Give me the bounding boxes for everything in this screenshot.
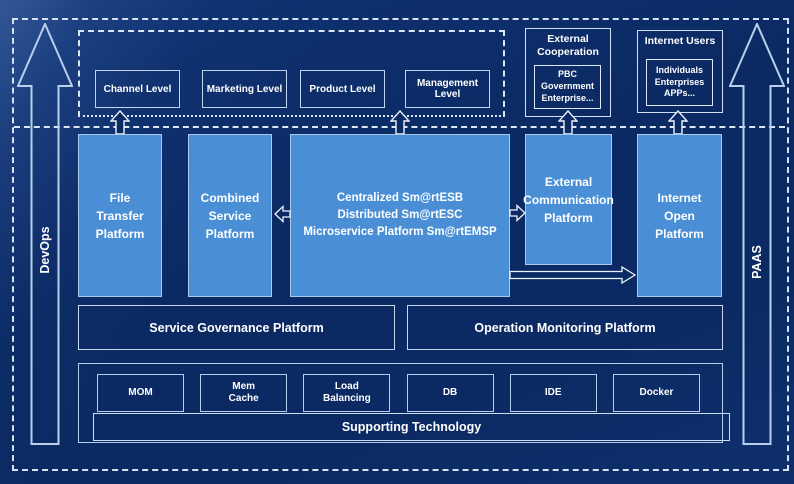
- product-level-label: Product Level: [309, 83, 376, 95]
- management-level-label: Management Level: [416, 78, 479, 100]
- operation-monitoring-platform-box: Operation Monitoring Platform: [407, 305, 723, 350]
- paas-arrow-icon: [729, 23, 785, 445]
- db-box: DB: [406, 374, 494, 412]
- long-right-arrow-icon-esb-to-internet-open: [509, 266, 637, 284]
- supporting-technology-group-box: [78, 363, 723, 443]
- combined-service-platform-label: Combined Service Platform: [200, 190, 260, 241]
- mem-cache-box: Mem Cache: [200, 374, 288, 412]
- paas-label: PAAS: [750, 245, 764, 279]
- combined-service-platform-box: Combined Service Platform: [188, 134, 272, 297]
- external-cooperation-box: External Cooperation PBC Government Ente…: [525, 28, 611, 117]
- mom-box: MOM: [97, 374, 184, 412]
- db-label: DB: [442, 386, 458, 398]
- supporting-technology-label: Supporting Technology: [341, 420, 482, 434]
- marketing-level-label: Marketing Level: [206, 83, 283, 95]
- file-transfer-platform-label: File Transfer Platform: [95, 190, 145, 241]
- channel-level-box: Channel Level: [95, 70, 180, 108]
- ide-label: IDE: [544, 386, 562, 398]
- diagram-dashed-border: [12, 18, 789, 471]
- devops-label: DevOps: [38, 226, 52, 274]
- right-arrow-icon-esb-to-external-communication: [509, 204, 526, 222]
- pbc-government-enterprise-box: PBC Government Enterprise...: [534, 65, 601, 109]
- management-level-box: Management Level: [405, 70, 490, 108]
- ide-box: IDE: [509, 374, 597, 412]
- up-arrow-icon-internet-open: [668, 110, 688, 135]
- internet-users-box: Internet Users Individuals Enterprises A…: [637, 30, 723, 113]
- mom-label: MOM: [128, 386, 153, 398]
- load-balancing-label: Load Balancing: [322, 380, 371, 405]
- operation-monitoring-platform-label: Operation Monitoring Platform: [474, 320, 656, 335]
- load-balancing-box: Load Balancing: [303, 374, 391, 412]
- mem-cache-label: Mem Cache: [228, 380, 259, 405]
- internet-open-platform-box: Internet Open Platform: [637, 134, 722, 297]
- service-governance-platform-box: Service Governance Platform: [78, 305, 395, 350]
- external-communication-platform-box: External Communication Platform: [523, 134, 614, 265]
- levels-group-box: Channel Level Marketing Level Product Le…: [78, 30, 505, 117]
- supporting-technology-bar: Supporting Technology: [93, 413, 730, 441]
- internet-users-title: Internet Users: [644, 35, 716, 47]
- technology-row: MOM Mem Cache Load Balancing DB IDE Dock…: [97, 374, 700, 412]
- service-governance-platform-label: Service Governance Platform: [149, 320, 324, 335]
- docker-box: Docker: [612, 374, 700, 412]
- devops-arrow-icon: [17, 23, 73, 445]
- docker-label: Docker: [639, 386, 674, 398]
- internet-open-platform-label: Internet Open Platform: [655, 190, 704, 241]
- product-level-box: Product Level: [300, 70, 385, 108]
- external-communication-platform-label: External Communication Platform: [523, 174, 614, 225]
- up-arrow-icon-file-transfer: [110, 110, 130, 135]
- individuals-enterprises-apps-box: Individuals Enterprises APPs...: [646, 59, 713, 106]
- up-arrow-icon-esb: [390, 110, 410, 135]
- marketing-level-box: Marketing Level: [202, 70, 287, 108]
- up-arrow-icon-external-communication: [558, 110, 578, 135]
- esb-esc-emsp-platform-box: Centralized Sm@rtESB Distributed Sm@rtES…: [290, 134, 510, 297]
- channel-level-label: Channel Level: [103, 83, 172, 95]
- left-arrow-icon-esb-to-combined: [274, 205, 291, 223]
- external-cooperation-title: External Cooperation: [537, 33, 599, 59]
- file-transfer-platform-box: File Transfer Platform: [78, 134, 162, 297]
- esb-esc-emsp-platform-label: Centralized Sm@rtESB Distributed Sm@rtES…: [303, 191, 497, 239]
